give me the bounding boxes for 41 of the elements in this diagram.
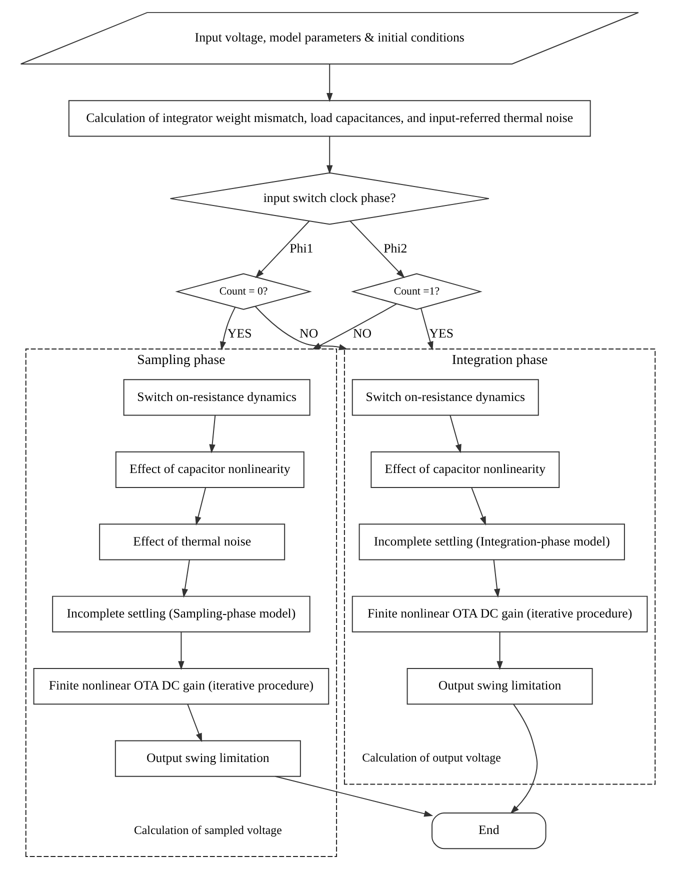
node-box: Effect of capacitor nonlinearity [370, 451, 560, 488]
arrow [326, 136, 332, 174]
node-diamond: Count =1? [350, 273, 482, 310]
arrow [208, 414, 216, 454]
node-box: Finite nonlinear OTA DC gain (iterative procedure) [351, 596, 648, 632]
node-box: Output swing limitation [114, 740, 300, 777]
node-box: Calculation of integrator weight mismatch, load capacitances, and input-referred thermal noise [68, 100, 590, 137]
arrow [470, 487, 486, 526]
node-diamond: input switch clock phase? [169, 172, 489, 225]
node-box: Output swing limitation [406, 668, 592, 705]
node-box: Finite nonlinear OTA DC gain (iterative procedure) [32, 668, 329, 705]
arrow [219, 306, 236, 350]
edge-label: NO [352, 326, 372, 340]
arrow [194, 487, 206, 526]
arrow [420, 308, 433, 350]
arrow [254, 306, 348, 350]
arrow [496, 632, 502, 670]
node-diamond: Count = 0? [174, 273, 312, 310]
edge-label: YES [428, 326, 454, 340]
arrow [349, 220, 404, 278]
arrow [181, 559, 190, 598]
arrow [492, 559, 500, 598]
edge-label: Phi2 [383, 241, 407, 256]
node-box: Incomplete settling (Integration-phase model) [358, 524, 624, 560]
arrow [254, 220, 310, 278]
edge-label: NO [299, 326, 318, 340]
edge-label: YES [226, 326, 252, 340]
node-box: End [431, 812, 546, 850]
arrow [186, 704, 202, 742]
node-box: Switch on-resistance dynamics [351, 379, 538, 416]
arrow [449, 414, 461, 454]
arrow [510, 704, 538, 814]
node-box: Effect of thermal noise [98, 524, 285, 560]
node-box: Switch on-resistance dynamics [122, 379, 310, 416]
edge-label: Phi1 [289, 241, 313, 256]
arrow [311, 303, 397, 350]
arrow [178, 632, 184, 670]
node-box: Incomplete settling (Sampling-phase model) [52, 596, 310, 632]
arrow [274, 776, 433, 817]
arrow [326, 64, 332, 102]
node-box: Effect of capacitor nonlinearity [114, 451, 304, 488]
